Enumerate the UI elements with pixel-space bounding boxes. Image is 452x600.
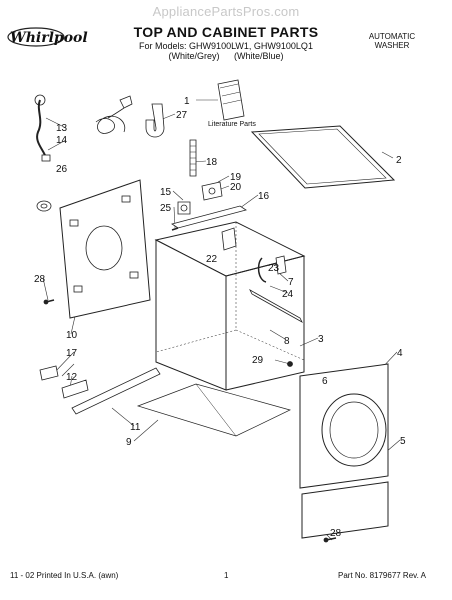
models-line: For Models: GHW9100LW1, GHW9100LQ1 — [139, 41, 313, 51]
callout-6: 6 — [322, 376, 328, 387]
drain-hose — [189, 139, 197, 177]
wear-strip — [249, 289, 303, 323]
callout-9: 9 — [126, 437, 132, 448]
callout-23: 23 — [268, 263, 280, 274]
variant-1: (White/Grey) — [168, 51, 220, 61]
screw-29 — [287, 361, 293, 367]
coupler — [201, 181, 223, 201]
literature-booklet — [217, 79, 245, 121]
product-type: AUTOMATIC WASHER — [352, 32, 432, 50]
callout-14: 14 — [56, 135, 68, 146]
top-panel — [250, 125, 396, 189]
base-frame — [136, 383, 291, 437]
footer-printed: 11 - 02 Printed In U.S.A. (awn) — [10, 571, 119, 580]
callout-17: 17 — [66, 348, 78, 359]
variants-line: (White/Grey) (White/Blue) — [0, 51, 452, 61]
drain-hose-bracket — [145, 103, 165, 138]
front-panel — [299, 363, 389, 489]
callout-12: 12 — [66, 372, 78, 383]
callout-24: 24 — [282, 289, 294, 300]
brand-logo: Whirlpool — [10, 30, 88, 46]
screw-25 — [171, 227, 179, 231]
hose-23 — [257, 257, 267, 283]
callout-27: 27 — [176, 110, 188, 121]
base-rail — [71, 367, 161, 415]
callout-7: 7 — [288, 277, 294, 288]
callout-28-left: 28 — [34, 274, 46, 285]
callout-18: 18 — [206, 157, 218, 168]
rear-panel — [59, 179, 151, 319]
product-type-line2: WASHER — [374, 41, 410, 50]
lower-panel — [301, 481, 389, 539]
inlet-hose — [34, 94, 51, 162]
callout-16: 16 — [258, 191, 270, 202]
callout-8: 8 — [284, 336, 290, 347]
callout-3: 3 — [318, 334, 324, 345]
callout-11: 11 — [130, 422, 141, 433]
leveling-leg-bracket — [61, 379, 89, 399]
hose-clip — [177, 201, 191, 215]
brand-logo-swoosh — [7, 27, 65, 47]
page-title: TOP AND CABINET PARTS — [133, 24, 319, 40]
callout-22: 22 — [206, 254, 218, 265]
callout-26: 26 — [56, 164, 68, 175]
callout-2: 2 — [396, 155, 402, 166]
footer-part-number: Part No. 8179677 Rev. A — [338, 571, 426, 580]
callout-29: 29 — [252, 355, 264, 366]
top-support-rail — [171, 205, 247, 229]
part-7 — [275, 255, 287, 275]
callout-13: 13 — [56, 123, 68, 134]
grommet — [36, 200, 52, 212]
callout-4: 4 — [397, 348, 403, 359]
callout-25: 25 — [160, 203, 172, 214]
variant-2: (White/Blue) — [234, 51, 284, 61]
hinge-bracket — [221, 227, 237, 251]
watermark: AppliancePartsPros.com — [152, 4, 300, 19]
power-cord — [95, 95, 133, 134]
callout-5: 5 — [400, 436, 406, 447]
literature-parts-label: Literature Parts — [208, 121, 256, 128]
callout-15: 15 — [160, 187, 172, 198]
callout-1: 1 — [184, 96, 190, 107]
clip-17 — [39, 365, 59, 381]
footer-page-number: 1 — [224, 571, 229, 580]
callout-28-bottom: 28 — [330, 528, 342, 539]
screw-bottom — [323, 537, 337, 543]
screw-left — [43, 299, 55, 305]
callout-10: 10 — [66, 330, 78, 341]
product-type-line1: AUTOMATIC — [368, 32, 416, 41]
cabinet — [154, 221, 306, 391]
callout-20: 20 — [230, 182, 242, 193]
callout-19: 19 — [230, 172, 242, 183]
